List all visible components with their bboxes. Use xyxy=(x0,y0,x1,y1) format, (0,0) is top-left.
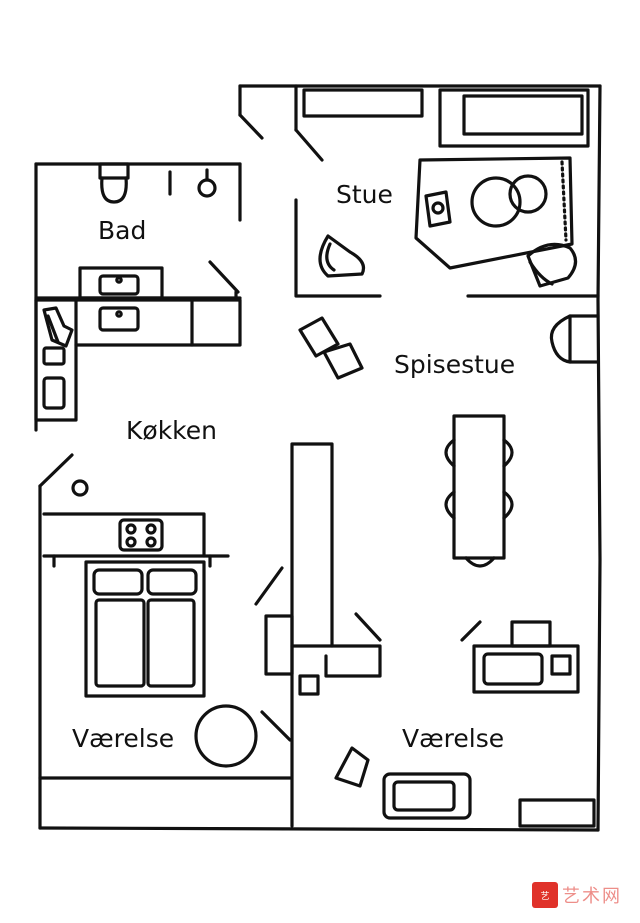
accent-chair-seat xyxy=(322,342,364,380)
fridge-detail xyxy=(46,314,60,344)
partition-wall xyxy=(290,442,334,648)
watermark: 艺 艺术网 xyxy=(532,881,622,909)
dining-chair-icon xyxy=(502,490,514,520)
toilet-bowl xyxy=(100,176,128,204)
door-swing-bedroom-right xyxy=(460,620,482,642)
oven-outline xyxy=(42,376,66,410)
outer-walls xyxy=(34,84,602,832)
sink-tap-icon xyxy=(115,276,123,284)
entry-door-swing xyxy=(238,113,264,140)
dining-chair-icon xyxy=(444,438,456,468)
bedroom-right xyxy=(334,620,596,828)
duvet-left xyxy=(94,598,146,688)
lounge-chair-icon xyxy=(318,234,366,278)
kitchen-tap-icon xyxy=(115,310,123,318)
tv-bench-inner xyxy=(482,652,544,686)
living-room xyxy=(294,84,600,298)
door-swing-left xyxy=(254,566,284,606)
tv-bench-box xyxy=(550,654,572,676)
round-rug xyxy=(194,704,258,768)
bed-frame xyxy=(84,560,206,698)
desk-right-inner xyxy=(392,780,456,812)
armchair-icon xyxy=(526,242,578,288)
sofa-outer xyxy=(438,88,590,148)
nightstand xyxy=(510,620,552,648)
tv-bench-outer xyxy=(472,644,580,694)
bedroom-door-swing xyxy=(260,710,292,742)
desk-left xyxy=(264,614,294,676)
fridge-icon xyxy=(42,306,74,348)
dining-room xyxy=(298,314,600,568)
lounge-chair-back xyxy=(325,242,336,272)
dining-chair-end-icon xyxy=(464,556,496,568)
accent-chair-icon xyxy=(298,316,340,358)
watermark-text: 艺术网 xyxy=(562,886,622,907)
shower-drain-icon xyxy=(197,178,217,198)
wall-bottom xyxy=(38,826,600,832)
burner-icon xyxy=(145,523,157,535)
central-partition xyxy=(254,442,382,828)
kitchen-counter-top xyxy=(34,298,242,347)
room-label-bad: Bad xyxy=(98,216,147,245)
living-wall-left xyxy=(294,198,382,298)
pillow-icon xyxy=(146,568,198,596)
room-label-stue: Stue xyxy=(336,180,393,209)
room-label-vaerelse-left: Værelse xyxy=(72,724,175,753)
bath-door-swing xyxy=(208,260,240,294)
bedroom-left xyxy=(38,560,292,780)
door-swing-right xyxy=(354,612,382,642)
site-logo-icon: 艺 xyxy=(532,882,558,908)
rug-fringe xyxy=(560,160,568,242)
dining-chair-icon xyxy=(502,438,514,468)
burner-icon xyxy=(145,536,157,548)
bath-sink-counter xyxy=(78,266,164,300)
rug-outline xyxy=(414,156,574,270)
pillow-icon xyxy=(92,568,144,596)
stove-outline xyxy=(42,346,66,366)
coffee-table-large xyxy=(470,176,522,228)
stool-icon xyxy=(298,674,320,696)
kitchen-door-swing xyxy=(38,453,74,488)
kitchen-island-top xyxy=(42,512,206,558)
tv-outline xyxy=(424,190,452,228)
bathroom xyxy=(34,162,242,300)
kitchen xyxy=(34,298,242,568)
desk-right xyxy=(382,772,472,820)
room-label-vaerelse-right: Værelse xyxy=(402,724,505,753)
wall-right xyxy=(596,84,602,832)
kitchen-counter-left xyxy=(34,298,78,422)
burner-icon xyxy=(125,523,137,535)
room-label-kokken: Køkken xyxy=(126,416,217,445)
kitchen-sink-basin xyxy=(98,306,140,332)
tv-knob-icon xyxy=(431,201,445,215)
sofa-cushion xyxy=(462,94,584,136)
armchair-back xyxy=(528,260,554,286)
side-table-icon xyxy=(334,746,370,788)
living-door-swing xyxy=(294,128,324,162)
shelf-unit xyxy=(302,88,424,118)
coffee-table-small xyxy=(508,174,548,214)
shelf-right xyxy=(324,644,382,678)
pantry-knob-icon xyxy=(71,479,89,497)
duvet-right xyxy=(146,598,196,688)
cabinet-right xyxy=(518,798,596,828)
room-label-spisestue: Spisestue xyxy=(394,350,516,379)
toilet-tank xyxy=(98,162,130,180)
cooktop xyxy=(118,518,164,552)
burner-icon xyxy=(125,536,137,548)
bath-sink-basin xyxy=(98,274,140,296)
dining-chair-icon xyxy=(444,490,456,520)
dining-table xyxy=(452,414,506,560)
side-chair-icon xyxy=(549,314,600,364)
